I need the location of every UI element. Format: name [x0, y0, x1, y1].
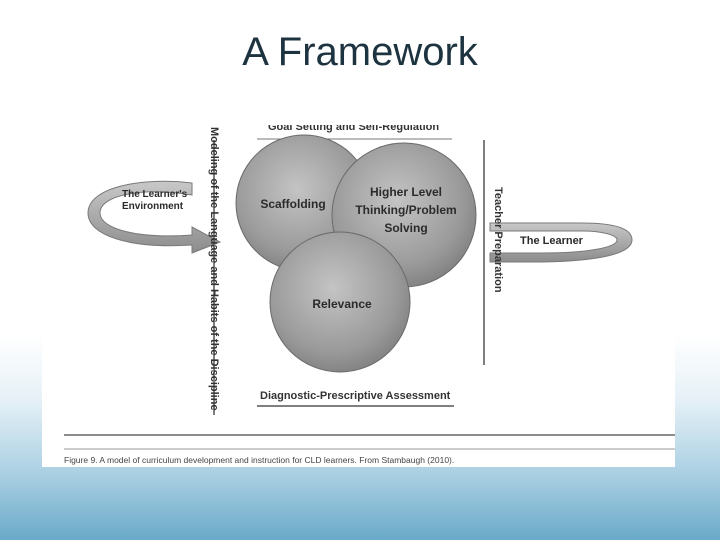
framework-figure: Goal Setting and Self-Regulation Modelin…: [42, 125, 675, 467]
figure-caption: Figure 9. A model of curriculum developm…: [64, 455, 455, 465]
learner-environment-arrow: [87, 180, 222, 254]
framework-diagram-graphics: [64, 134, 675, 450]
scaffolding-label: Scaffolding: [260, 197, 326, 211]
assessment-label: Diagnostic-Prescriptive Assessment: [260, 390, 451, 402]
relevance-label: Relevance: [312, 297, 372, 311]
modeling-vertical-label: Modeling of the Language and Habits of t…: [208, 127, 220, 411]
teacher-preparation-vertical-label: Teacher Preparation: [492, 187, 504, 293]
higher-level-label: Higher Level Thinking/Problem Solving: [355, 185, 457, 235]
relevance-circle: [269, 231, 411, 373]
goal-setting-label: Goal Setting and Self-Regulation: [268, 125, 440, 133]
learner-arrow: [489, 222, 633, 263]
learner-label: The Learner: [520, 235, 583, 247]
learner-environment-label: The Learner's Environment: [122, 189, 188, 212]
slide-title: A Framework: [242, 30, 478, 74]
